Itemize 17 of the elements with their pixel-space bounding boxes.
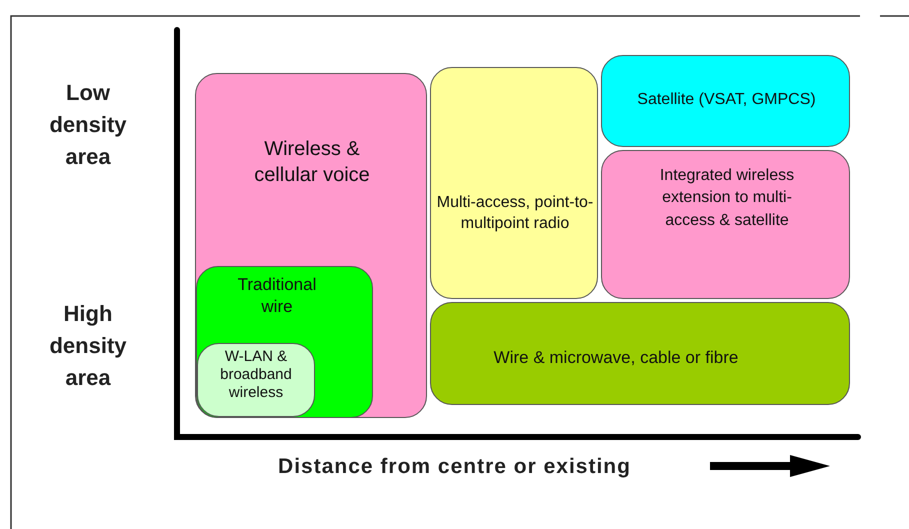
region-label: Multi-access, point-to-multipoint radio xyxy=(436,193,594,234)
region-label: Wire & microwave, cable or fibre xyxy=(492,347,740,369)
region-label: W-LAN & broadband wireless xyxy=(219,348,293,402)
region-label: Satellite (VSAT, GMPCS) xyxy=(636,90,817,110)
region-label: Integrated wireless extension to multi-access & satellite xyxy=(658,166,796,231)
axis-label: Low density area xyxy=(48,79,128,171)
region-box xyxy=(196,266,373,418)
region-box xyxy=(601,150,850,299)
axis-label: High density area xyxy=(48,300,128,392)
region-label: Wireless & cellular voice xyxy=(253,137,371,188)
region-box xyxy=(430,67,598,299)
region-box xyxy=(601,55,850,147)
region-box xyxy=(197,343,315,417)
region-box xyxy=(195,73,427,418)
region-label: Traditional wire xyxy=(236,274,318,318)
region-box xyxy=(430,302,850,405)
axis-title: Distance from centre or existing xyxy=(277,454,632,480)
